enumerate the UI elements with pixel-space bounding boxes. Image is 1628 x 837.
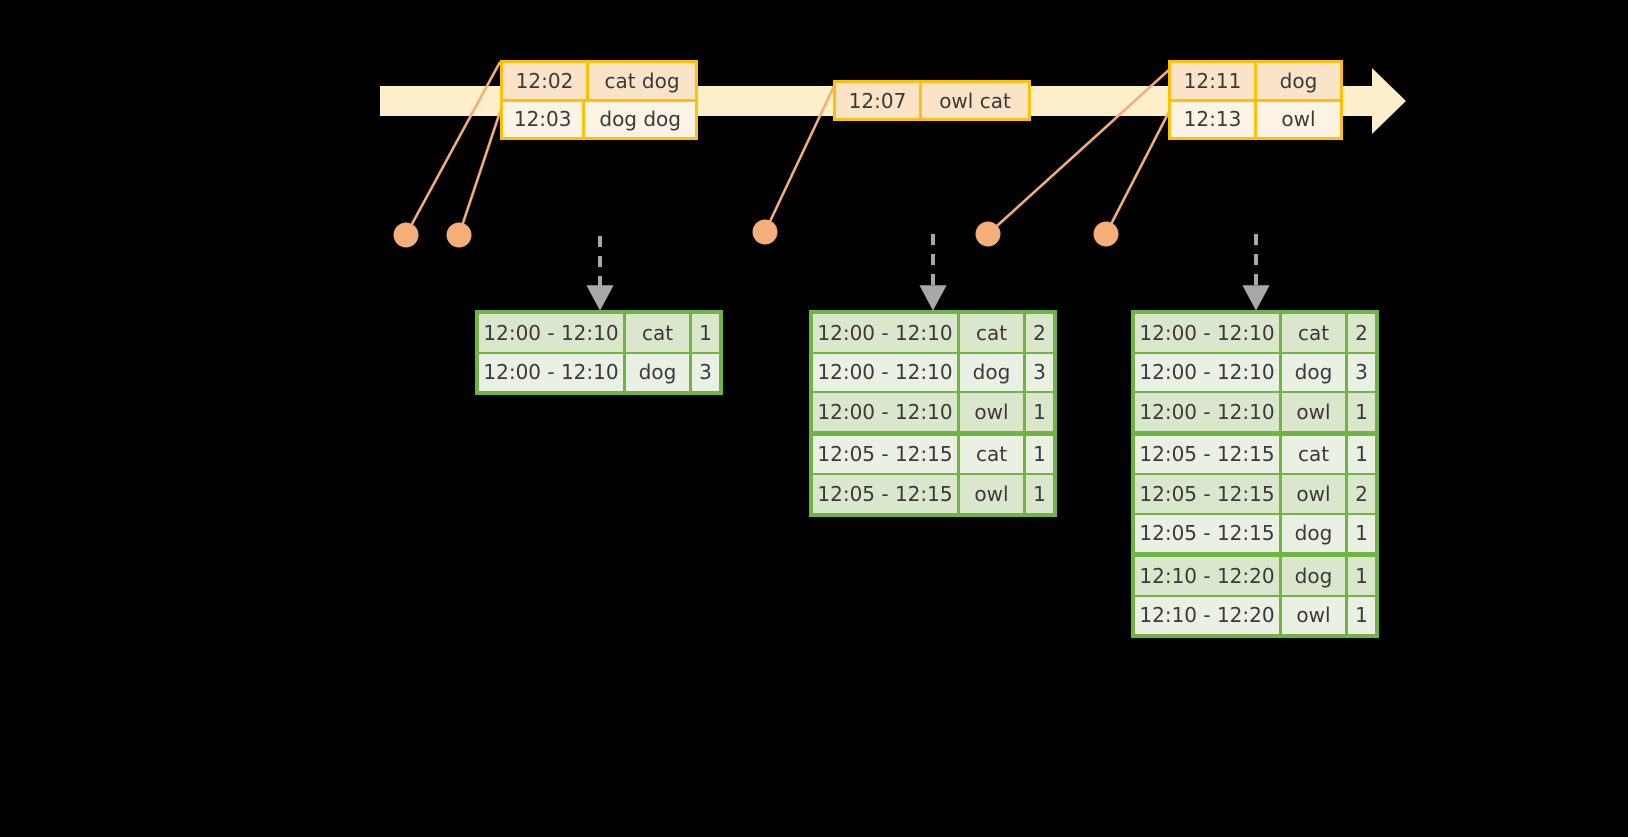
cell-count: 1: [1348, 596, 1375, 634]
cell-word: owl: [1282, 596, 1345, 634]
cell-count: 1: [1026, 475, 1053, 513]
cell-window: 12:05 - 12:15: [1135, 435, 1279, 473]
cell-word: dog: [960, 353, 1023, 391]
cell-word: cat: [960, 314, 1023, 352]
cell-window: 12:00 - 12:10: [1135, 393, 1279, 431]
cell-word: owl: [960, 475, 1023, 513]
cell-count: 2: [1348, 314, 1375, 352]
cell-word: dog: [1282, 514, 1345, 552]
cell-count: 3: [692, 353, 719, 391]
event-words: dog: [1257, 63, 1340, 99]
cell-count: 3: [1026, 353, 1053, 391]
cell-word: cat: [626, 314, 689, 352]
event-dot-3: [752, 219, 778, 245]
cell-window: 12:00 - 12:10: [813, 393, 957, 431]
event-words: cat dog: [589, 63, 695, 99]
cell-word: owl: [1282, 393, 1345, 431]
cell-window: 12:00 - 12:10: [479, 314, 623, 352]
cell-word: cat: [960, 435, 1023, 473]
event-time: 12:13: [1171, 101, 1257, 137]
cell-word: dog: [1282, 353, 1345, 391]
event-words: owl: [1257, 101, 1340, 137]
cell-window: 12:05 - 12:15: [1135, 514, 1279, 552]
event-dot-4: [975, 221, 1001, 247]
cell-window: 12:00 - 12:10: [813, 314, 957, 352]
cell-window: 12:00 - 12:10: [813, 353, 957, 391]
event-dot-2: [446, 222, 472, 248]
leader-line-2: [457, 99, 506, 236]
cell-word: cat: [1282, 435, 1345, 473]
cell-window: 12:10 - 12:20: [1135, 596, 1279, 634]
cell-word: cat: [1282, 314, 1345, 352]
cell-word: dog: [626, 353, 689, 391]
event-time: 12:03: [503, 101, 586, 137]
event-time: 12:07: [836, 83, 922, 118]
cell-count: 1: [1348, 393, 1375, 431]
cell-window: 12:05 - 12:15: [1135, 475, 1279, 513]
cell-window: 12:05 - 12:15: [813, 475, 957, 513]
cell-count: 1: [1026, 435, 1053, 473]
cell-window: 12:00 - 12:10: [479, 353, 623, 391]
cell-count: 2: [1026, 314, 1053, 352]
cell-word: dog: [1282, 557, 1345, 595]
cell-word: owl: [960, 393, 1023, 431]
cell-window: 12:10 - 12:20: [1135, 557, 1279, 595]
cell-count: 1: [1026, 393, 1053, 431]
cell-window: 12:05 - 12:15: [813, 435, 957, 473]
cell-word: owl: [1282, 475, 1345, 513]
cell-count: 2: [1348, 475, 1375, 513]
leader-line-5: [1104, 103, 1175, 235]
cell-count: 1: [692, 314, 719, 352]
event-time: 12:11: [1171, 63, 1257, 99]
leader-line-3: [763, 81, 838, 233]
cell-count: 3: [1348, 353, 1375, 391]
event-time: 12:02: [503, 63, 589, 99]
timeline-arrowhead: [1372, 68, 1406, 134]
event-words: dog dog: [585, 101, 695, 137]
event-words: owl cat: [922, 83, 1028, 118]
cell-count: 1: [1348, 435, 1375, 473]
cell-window: 12:00 - 12:10: [1135, 353, 1279, 391]
cell-count: 1: [1348, 514, 1375, 552]
leader-line-1: [404, 61, 502, 236]
event-dot-5: [1093, 221, 1119, 247]
cell-window: 12:00 - 12:10: [1135, 314, 1279, 352]
event-dots-group: [393, 219, 1119, 248]
cell-count: 1: [1348, 557, 1375, 595]
event-dot-1: [393, 222, 419, 248]
flow-arrows-group: [586, 234, 1270, 311]
